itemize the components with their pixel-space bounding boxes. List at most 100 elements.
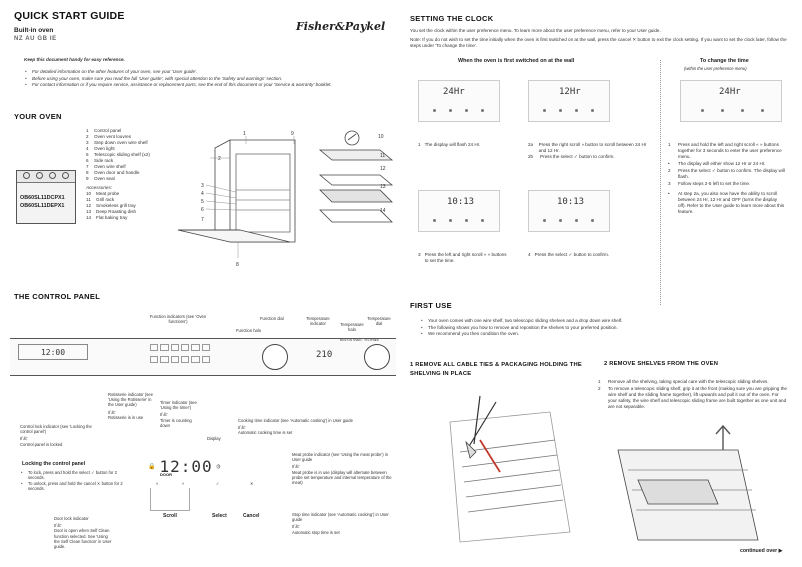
clock-display-3: 10:13 [418, 190, 500, 232]
intro-bullets: For detailed information on the other fe… [24, 69, 394, 89]
clock-intro: You set the clock within the user prefer… [410, 28, 661, 33]
callout-13: 13 [380, 184, 386, 190]
callout-5: 5 [201, 199, 204, 205]
label-function-indicators: Function indicators (see 'Oven functions… [149, 314, 207, 325]
intro-bullet: Before using your oven, make sure you re… [25, 76, 394, 82]
scroll-bracket [150, 488, 190, 511]
remove-shelves-illustration [617, 424, 759, 541]
large-display-time: 12:00 [159, 456, 213, 476]
callout-14: 14 [380, 208, 386, 214]
part-label: Oven wire shelf [94, 164, 126, 169]
locking-step: To lock, press and hold the select ✓ but… [21, 470, 128, 480]
timer-annotation: Timer indicator (see 'Using the timer') … [160, 400, 197, 428]
callout-3: 3 [201, 183, 204, 189]
label-function-halo: Function halo [236, 328, 262, 333]
rotisserie-annotation: Rotisserie indicator (see 'Using the Rot… [108, 392, 153, 420]
clock-display-1: 24Hr [418, 80, 500, 122]
model-number: OB60SL11DEPX1 [20, 203, 65, 209]
part-label: Telescopic sliding shelf (x2) [94, 152, 150, 157]
intro-note: Keep this document handy for easy refere… [24, 57, 125, 62]
callout-6: 6 [201, 207, 204, 213]
door-lock-annotation: Door lock indicator If lit: Door is open… [54, 516, 112, 550]
first-use-bullet: The following shows you how to remove an… [421, 325, 798, 331]
temperature-dial[interactable] [364, 344, 390, 370]
label-temperature-halo: Temperature halo [340, 322, 364, 333]
label-temperature-dial: Temperature dial [367, 316, 391, 327]
your-oven-title: YOUR OVEN [14, 112, 62, 121]
scroll-right-symbol[interactable]: » [182, 481, 185, 486]
product-subtitle: Built-in oven [14, 27, 54, 34]
accessory-label: Meat probe [96, 191, 120, 196]
label-temperature-indicator: Temperature indicator [306, 316, 330, 327]
accessory-label: Smokeless grill tray [96, 203, 136, 208]
callout-1: 1 [243, 131, 246, 137]
display-annotation: Display [207, 436, 221, 441]
callout-11: 11 [380, 153, 385, 159]
column-divider [660, 60, 661, 305]
cancel-button[interactable]: Cancel [243, 513, 260, 519]
cooking-time-annotation: Cooking time indicator (see 'Automatic c… [238, 418, 353, 436]
locking-step: To unlock, press and hold the cancel ✕ b… [21, 481, 128, 491]
callout-10: 10 [378, 134, 384, 140]
locking-title: Locking the control panel [22, 461, 86, 467]
clock-title: SETTING THE CLOCK [410, 14, 494, 23]
accessories-title: Accessories: [86, 185, 113, 190]
meat-probe-annotation: Meat probe indicator (see 'Using the mea… [292, 452, 392, 486]
continued-over: continued over ▶ [740, 548, 783, 554]
clock-display-2: 12Hr [528, 80, 610, 122]
accessory-label: Flat baking tray [96, 215, 128, 220]
function-dial[interactable] [262, 344, 288, 370]
scroll-button[interactable]: Scroll [163, 513, 177, 519]
panel-display-time: 12:00 [40, 347, 66, 357]
callout-9: 9 [291, 131, 294, 137]
scroll-left-symbol[interactable]: « [156, 481, 159, 486]
change-title: To change the time [700, 58, 749, 64]
first-use-bullets: Your oven comes with one wire shelf, two… [420, 318, 798, 338]
cable-tie-illustration [449, 395, 571, 543]
step2-title: 2 REMOVE SHELVES FROM THE OVEN [604, 361, 719, 367]
control-lock-annotation: Control lock indicator (see 'Locking the… [20, 424, 92, 447]
function-indicator-grid [150, 344, 210, 366]
oven-front-illustration [16, 170, 76, 224]
callout-4: 4 [201, 191, 204, 197]
first-use-title: FIRST USE [410, 301, 452, 310]
select-symbol[interactable]: ✓ [216, 481, 220, 486]
accessory-label: Grill rack [96, 197, 115, 202]
stop-time-annotation: Stop time indicator (see 'Automatic cook… [292, 512, 389, 535]
part-label: Control panel [94, 128, 122, 133]
callout-8: 8 [236, 262, 239, 268]
first-on-title: When the oven is first switched on at th… [458, 58, 575, 64]
clock-note: Note: If you do not wish to set the time… [410, 37, 787, 48]
clock-display-5: 24Hr [680, 80, 782, 122]
brand-logo: Fisher&Paykel [296, 20, 386, 33]
panel-model-text: BUILT-IN OVEN · 70 LITRES [340, 338, 379, 342]
oven-cavity-illustration: 1 9 2 3 4 5 6 7 8 10 11 12 13 14 [177, 130, 394, 268]
intro-bullet: For detailed information on the other fe… [25, 69, 394, 75]
select-button[interactable]: Select [212, 513, 227, 519]
panel-display: 12:00 [18, 344, 88, 360]
intro-bullet: For contact information or if you requir… [25, 82, 394, 88]
model-number: OB60SL11DCPX1 [20, 195, 65, 201]
first-use-bullet: Your oven comes with one wire shelf, two… [421, 318, 798, 324]
large-display: 🔒 12:00 ◷ [148, 456, 221, 476]
part-label: Oven seal [94, 176, 115, 181]
accessory-label: Deep Roasting dish [96, 209, 137, 214]
locking-steps: To lock, press and hold the select ✓ but… [20, 470, 128, 492]
label-function-dial: Function dial [260, 316, 284, 321]
control-panel-title: THE CONTROL PANEL [14, 292, 101, 301]
part-label: Side rack [94, 158, 114, 163]
part-label: Step down oven wire shelf [94, 140, 148, 145]
callout-7: 7 [201, 217, 204, 223]
cancel-symbol[interactable]: ✕ [250, 481, 254, 486]
model-numbers: OB60SL11DCPX1 OB60SL11DEPX1 [20, 194, 65, 210]
step1-title: 1 REMOVE ALL CABLE TIES & PACKAGING HOLD… [410, 362, 582, 377]
part-label: Oven door and handle [94, 170, 140, 175]
first-use-bullet: We recommend you then condition the oven… [421, 331, 798, 337]
change-subtitle: (within the user preference menu) [684, 66, 747, 71]
